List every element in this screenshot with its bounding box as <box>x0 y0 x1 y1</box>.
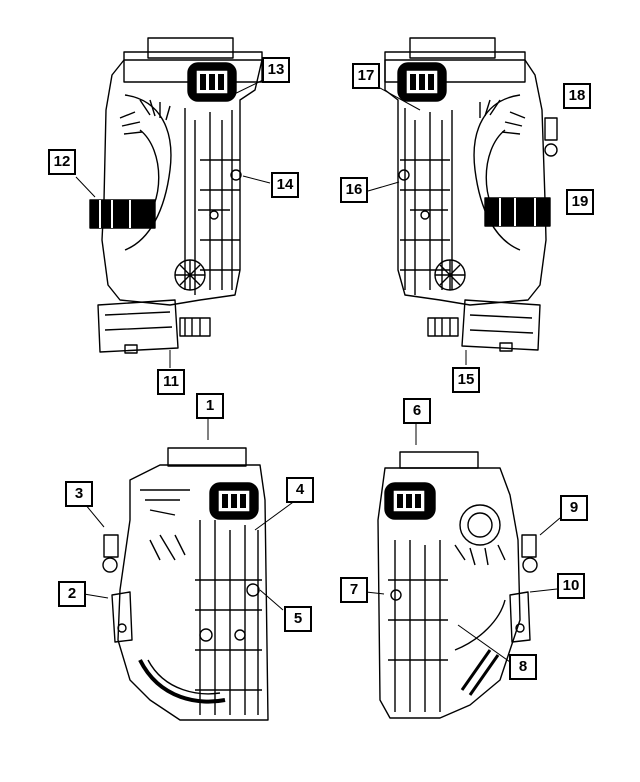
callout-9: 9 <box>560 495 588 521</box>
callout-6: 6 <box>403 398 431 424</box>
callout-16: 16 <box>340 177 368 203</box>
callout-15: 15 <box>452 367 480 393</box>
latch-assembly-top-left <box>89 37 263 354</box>
callout-11: 11 <box>157 369 185 395</box>
callout-13: 13 <box>262 57 290 83</box>
latch-assembly-top-right <box>384 37 558 352</box>
callout-2: 2 <box>58 581 86 607</box>
callout-3: 3 <box>65 481 93 507</box>
callout-1: 1 <box>196 393 224 419</box>
latch-assembly-bottom-left <box>102 447 269 721</box>
callout-7: 7 <box>340 577 368 603</box>
callout-17: 17 <box>352 63 380 89</box>
callout-14: 14 <box>271 172 299 198</box>
callout-19: 19 <box>566 189 594 215</box>
callout-18: 18 <box>563 83 591 109</box>
callout-4: 4 <box>286 477 314 503</box>
callout-10: 10 <box>557 573 585 599</box>
leader-lines <box>75 79 561 663</box>
latch-assembly-bottom-right <box>377 451 538 719</box>
callout-8: 8 <box>509 654 537 680</box>
callout-5: 5 <box>284 606 312 632</box>
callout-12: 12 <box>48 149 76 175</box>
